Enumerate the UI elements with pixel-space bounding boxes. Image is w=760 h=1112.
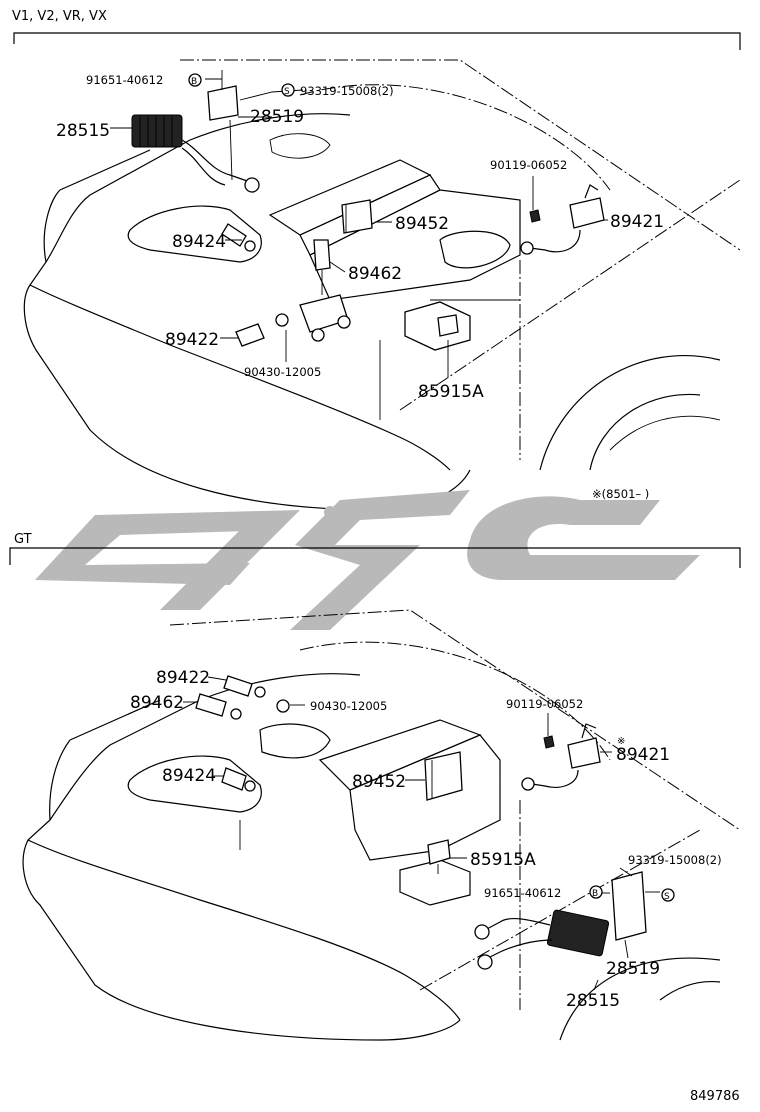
label-85915A: 85915A — [418, 382, 484, 402]
label-90430-12005: 90430-12005 — [244, 365, 321, 379]
part-90119-bottom — [543, 735, 555, 749]
section-top: V1, V2, VR, VX — [12, 9, 741, 511]
part-89452-top — [341, 199, 373, 234]
label-89452: 89452 — [395, 214, 449, 234]
part-89462-bottom — [195, 693, 242, 720]
label-28515: 28515 — [56, 121, 110, 141]
label-90119-06052-gt: 90119-06052 — [506, 697, 583, 711]
watermark-logo — [35, 490, 700, 630]
label-28515-gt: 28515 — [566, 991, 620, 1011]
section-bracket-bottom — [9, 547, 741, 568]
label-28519-gt: 28519 — [606, 959, 660, 979]
screw-marker-letter-top: S — [284, 87, 290, 97]
leaders-top — [110, 78, 608, 378]
label-28519: 28519 — [250, 107, 304, 127]
part-85915A-bottom — [427, 839, 451, 874]
bolt-marker-gt — [589, 885, 603, 899]
label-89462-gt: 89462 — [130, 693, 184, 713]
label-89422: 89422 — [165, 330, 219, 350]
label-89424: 89424 — [172, 232, 226, 252]
screw-marker-gt — [661, 888, 675, 902]
label-89421-gt: 89421 — [616, 745, 670, 765]
part-89452-bottom — [424, 751, 463, 801]
part-28515-top — [131, 114, 260, 193]
part-28519-top — [207, 70, 239, 181]
label-89421-mark-gt: ※ — [617, 736, 625, 747]
part-89424-bottom — [221, 767, 256, 792]
screw-marker-letter-gt: S — [664, 892, 670, 902]
label-90119-06052: 90119-06052 — [490, 158, 567, 172]
part-89422-bottom — [223, 675, 266, 698]
label-93319-15008-gt: 93319-15008(2) — [628, 853, 722, 867]
label-91651-40612-gt: 91651-40612 — [484, 886, 561, 900]
bolt-marker-top — [188, 73, 202, 87]
section-title-bottom: GT — [14, 532, 32, 547]
label-85915A-gt: 85915A — [470, 850, 536, 870]
part-89421-bottom — [521, 723, 601, 791]
part-89422-top — [235, 294, 351, 347]
label-91651-40612: 91651-40612 — [86, 73, 163, 87]
part-85915A-top — [404, 301, 471, 351]
production-date-note: ※(8501– ) — [592, 487, 649, 501]
part-90430-bottom — [276, 699, 290, 713]
part-28515-bottom — [474, 909, 610, 970]
part-89421-top — [520, 184, 605, 255]
label-90430-12005-gt: 90430-12005 — [310, 699, 387, 713]
section-bracket-top — [13, 32, 741, 50]
label-89462: 89462 — [348, 264, 402, 284]
part-89424-top — [221, 223, 256, 252]
label-93319-15008: 93319-15008(2) — [300, 84, 394, 98]
label-89422-gt: 89422 — [156, 668, 210, 688]
label-89424-gt: 89424 — [162, 766, 216, 786]
bolt-marker-letter-gt: B — [592, 889, 598, 899]
part-89462-top — [313, 239, 331, 295]
bolt-marker-letter-top: B — [191, 77, 197, 87]
part-28519-bottom — [611, 867, 647, 941]
part-90119-top — [529, 209, 541, 223]
label-89421: 89421 — [610, 212, 664, 232]
section-title-top: V1, V2, VR, VX — [12, 9, 107, 24]
label-89452-gt: 89452 — [352, 772, 406, 792]
screw-marker-top — [281, 83, 295, 97]
leaders-bottom — [183, 676, 660, 991]
engine-bay-top — [23, 59, 741, 511]
figure-number: 849786 — [690, 1089, 740, 1104]
section-bottom: GT — [9, 532, 741, 1041]
